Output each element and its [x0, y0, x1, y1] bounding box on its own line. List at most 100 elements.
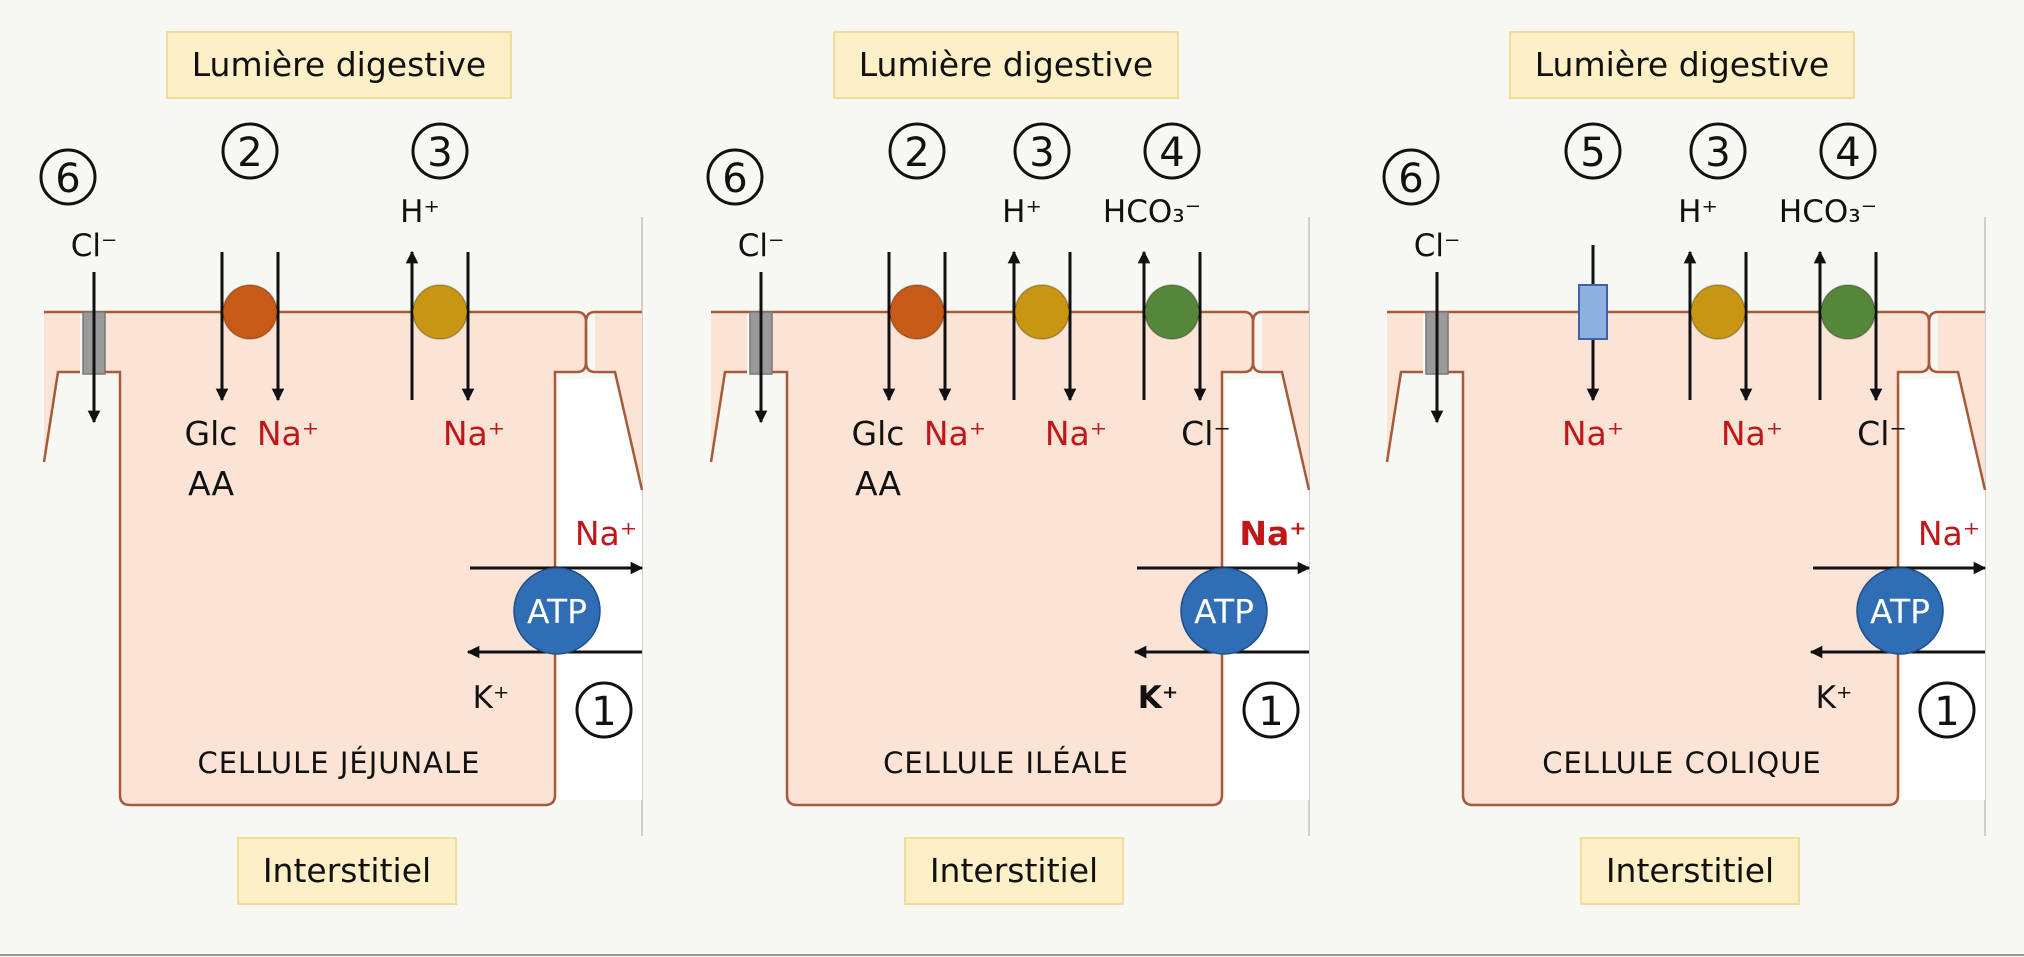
transporter-mustard-circle	[1014, 284, 1070, 340]
atp-label: ATP	[1870, 592, 1930, 631]
interstitium-label-text: Interstitiel	[930, 851, 1098, 890]
neighbour-left-border	[709, 370, 747, 463]
channel-blue-rect	[1578, 284, 1608, 340]
interstitium-label: Interstitiel	[904, 837, 1124, 905]
lumen-label: Lumière digestive	[166, 31, 512, 99]
pump-k-label: K⁺	[473, 680, 510, 716]
transporter-orange-circle	[889, 284, 945, 340]
bottom-label-na: Na⁺	[924, 414, 986, 453]
transporter-number-number: 4	[1835, 130, 1860, 176]
transporter-number: 2	[221, 122, 279, 180]
transporter-nhe: 3H⁺ Na⁺	[1678, 122, 1783, 453]
transporter-nhe: 3H⁺ Na⁺	[400, 122, 505, 453]
transporter-nhe: 3H⁺ Na⁺	[1002, 122, 1107, 453]
atp-circle	[1180, 567, 1268, 655]
atp-label: ATP	[1194, 592, 1254, 631]
neighbour-right-border	[1927, 310, 1987, 491]
neighbour-cell-right	[1938, 312, 1985, 490]
neighbour-right-border	[584, 310, 644, 491]
transporter-number-ring	[221, 122, 279, 180]
transporter-number-number: 3	[427, 130, 452, 176]
pump-number: 1	[1242, 681, 1300, 739]
interstitium-label-text: Interstitiel	[1606, 851, 1774, 890]
transporter-number-number: 2	[904, 130, 929, 176]
pump-number-number: 1	[1258, 689, 1283, 735]
neighbour-cell-right	[1262, 312, 1309, 490]
chloride-channel-number-ring	[39, 148, 97, 206]
bottom-label: Na⁺	[1562, 414, 1624, 453]
transporter-orange-circle	[222, 284, 278, 340]
transporter-top-label: HCO₃⁻	[1779, 194, 1877, 230]
transporter-number: 2	[888, 122, 946, 180]
bottom-label-aa: AA	[855, 464, 901, 503]
transporter-number-ring	[1013, 122, 1071, 180]
chloride-channel-ion: Cl⁻	[1414, 228, 1461, 264]
neighbour-cell-right	[595, 312, 642, 490]
neighbour-left-border	[1385, 370, 1423, 463]
cell-label: CELLULE JÉJUNALE	[197, 746, 480, 780]
intercellular-space	[1226, 378, 1309, 800]
bottom-label: Na⁺	[1721, 414, 1783, 453]
interstitium-label-text: Interstitiel	[263, 851, 431, 890]
chloride-channel-number: 6	[706, 148, 764, 206]
transporter-enac: 5Na⁺	[1562, 122, 1624, 453]
transporter-number: 3	[1689, 122, 1747, 180]
interstitium-label: Interstitiel	[237, 837, 457, 905]
pump-k-label: K⁺	[1816, 680, 1853, 716]
pump-number-number: 1	[1934, 689, 1959, 735]
transporter-green-circle	[1820, 284, 1876, 340]
bottom-label: Na⁺	[443, 414, 505, 453]
pump-k-label: K⁺	[1138, 680, 1178, 716]
interstitium-label-box	[1580, 837, 1800, 905]
transporter-number-number: 3	[1705, 130, 1730, 176]
transporter-number-ring	[1819, 122, 1877, 180]
pump-number-number: 1	[591, 689, 616, 735]
pump-number-ring	[1918, 681, 1976, 739]
intercellular-space	[1902, 378, 1985, 800]
transporter-number-ring	[1564, 122, 1622, 180]
chloride-channel-number-ring	[1382, 148, 1440, 206]
pump-na-label: Na⁺	[575, 514, 637, 553]
transporter-number: 3	[1013, 122, 1071, 180]
transporter-number-number: 2	[237, 130, 262, 176]
bottom-label: Na⁺	[1045, 414, 1107, 453]
atp-label: ATP	[527, 592, 587, 631]
cell-body	[90, 312, 585, 805]
transporter-top-label: H⁺	[1002, 194, 1042, 230]
chloride-channel-number-number: 6	[55, 156, 80, 202]
bottom-label: Cl⁻	[1857, 414, 1907, 453]
pump-number-ring	[575, 681, 633, 739]
transporter-number-number: 5	[1580, 130, 1605, 176]
transporter-number-ring	[1689, 122, 1747, 180]
bottom-label-aa: AA	[188, 464, 234, 503]
pump-number-ring	[1242, 681, 1300, 739]
transporter-number: 4	[1143, 122, 1201, 180]
lumen-label-text: Lumière digestive	[859, 45, 1153, 84]
transporter-top-label: H⁺	[400, 194, 440, 230]
neighbour-right-border	[1251, 310, 1311, 491]
cell-body	[757, 312, 1252, 805]
neighbour-cell-left	[711, 312, 747, 462]
transporter-top-label: H⁺	[1678, 194, 1718, 230]
neighbour-left-border	[42, 370, 80, 463]
chloride-channel-number-number: 6	[722, 156, 747, 202]
bottom-label-glc: Glc	[852, 414, 905, 453]
pump-na-label: Na⁺	[1918, 514, 1980, 553]
lumen-label-text: Lumière digestive	[1535, 45, 1829, 84]
intercellular-space	[559, 378, 642, 800]
transporter-mustard-circle	[412, 284, 468, 340]
bottom-label-glc: Glc	[185, 414, 238, 453]
chloride-channel-ion: Cl⁻	[71, 228, 118, 264]
transporter-number-number: 4	[1159, 130, 1184, 176]
bottom-label: Cl⁻	[1181, 414, 1231, 453]
chloride-channel-number-ring	[706, 148, 764, 206]
lumen-label-box	[166, 31, 512, 99]
bottom-label-na: Na⁺	[257, 414, 319, 453]
